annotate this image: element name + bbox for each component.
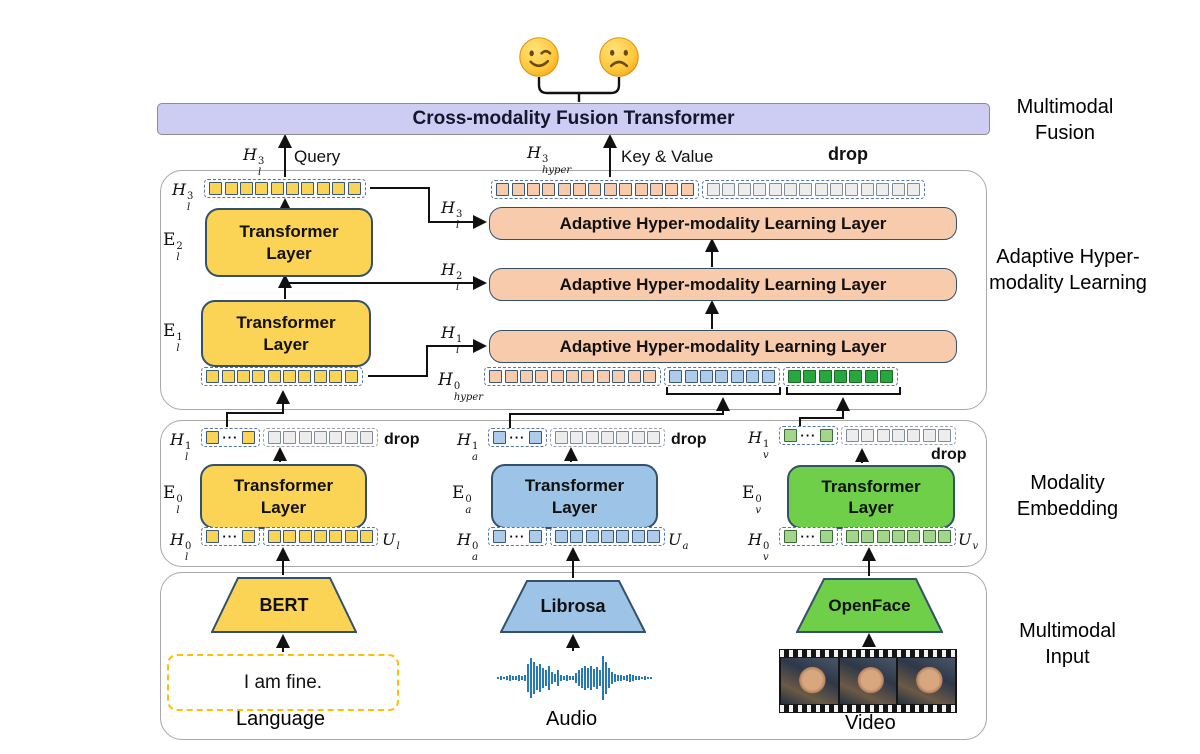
ahl-layer-2-label: Adaptive Hyper-modality Learning Layer bbox=[559, 274, 887, 294]
hl3-token-row bbox=[204, 179, 369, 198]
transformer-layer-ev0-label: Transformer Layer bbox=[821, 476, 921, 517]
transformer-layer-el1-label: Transformer Layer bbox=[236, 313, 336, 354]
hyper-token-row-top bbox=[491, 180, 928, 199]
drop-label-video: drop bbox=[931, 446, 967, 463]
transformer-layer-el2-label: Transformer Layer bbox=[239, 222, 339, 263]
drop-label-lang: drop bbox=[384, 431, 420, 448]
ua-label: Ua bbox=[668, 530, 689, 552]
video-label: Video bbox=[845, 712, 896, 734]
cross-modality-fusion-transformer: Cross-modality Fusion Transformer bbox=[157, 103, 990, 135]
film-sprockets-bottom bbox=[780, 705, 956, 712]
ahl-layer-1-label: Adaptive Hyper-modality Learning Layer bbox=[559, 336, 887, 356]
label-multimodal-input: Multimodal Input bbox=[1019, 620, 1116, 668]
query-label: Query bbox=[294, 147, 341, 166]
wink-emoji-icon bbox=[519, 37, 559, 77]
video-h0-token-row: ··· bbox=[779, 527, 959, 546]
el1-output-token-row bbox=[201, 367, 366, 386]
ahl-layer-3-label: Adaptive Hyper-modality Learning Layer bbox=[559, 213, 887, 233]
key-value-label: Key & Value bbox=[621, 147, 714, 166]
emoji-bracket bbox=[537, 77, 621, 102]
ahl-layer-2: Adaptive Hyper-modality Learning Layer bbox=[489, 268, 957, 301]
label-adaptive-hyper-modality-learning: Adaptive Hyper-modality Learning bbox=[989, 246, 1147, 294]
label-modality-embedding: Modality Embedding bbox=[1016, 472, 1119, 520]
openface-trapezoid: OpenFace bbox=[795, 578, 944, 633]
language-input-box: I am fine. bbox=[167, 654, 399, 711]
transformer-layer-el0: Transformer Layer bbox=[200, 464, 367, 529]
drop-label-audio: drop bbox=[671, 431, 707, 448]
ahl-layer-1: Adaptive Hyper-modality Learning Layer bbox=[489, 330, 957, 363]
audio-h1-token-row: ··· bbox=[488, 428, 668, 447]
librosa-trapezoid: Librosa bbox=[499, 580, 647, 633]
uv-label: Uv bbox=[958, 530, 979, 552]
audio-label: Audio bbox=[546, 708, 598, 730]
audio-waveform bbox=[497, 656, 652, 700]
sad-emoji-icon bbox=[599, 37, 639, 77]
bert-label: BERT bbox=[259, 594, 309, 615]
language-input-text: I am fine. bbox=[243, 671, 323, 693]
label-multimodal-fusion: Multimodal Fusion bbox=[1016, 96, 1114, 144]
audio-h0-token-row: ··· bbox=[488, 527, 668, 546]
video-film-strip bbox=[779, 649, 957, 713]
librosa-label: Librosa bbox=[540, 596, 606, 616]
transformer-layer-ev0: Transformer Layer bbox=[787, 465, 955, 529]
transformer-layer-el2: Transformer Layer bbox=[205, 208, 373, 277]
video-frame bbox=[781, 658, 838, 704]
film-sprockets-top bbox=[780, 650, 956, 657]
transformer-layer-el1: Transformer Layer bbox=[201, 300, 371, 367]
lang-h1-token-row: ··· bbox=[201, 428, 381, 447]
ahl-layer-3: Adaptive Hyper-modality Learning Layer bbox=[489, 207, 957, 240]
ul-label: Ul bbox=[382, 530, 400, 552]
transformer-layer-ea0: Transformer Layer bbox=[491, 464, 658, 529]
transformer-layer-ea0-label: Transformer Layer bbox=[524, 476, 625, 517]
video-h1-token-row: ··· bbox=[779, 426, 959, 445]
openface-label: OpenFace bbox=[828, 595, 911, 615]
drop-label-top: drop bbox=[828, 144, 868, 164]
lang-h0-token-row: ··· bbox=[201, 527, 381, 546]
video-frame bbox=[839, 658, 897, 704]
language-label: Language bbox=[236, 708, 325, 730]
hyper0-token-row bbox=[484, 367, 901, 386]
transformer-layer-el0-label: Transformer Layer bbox=[233, 476, 334, 517]
bert-trapezoid: BERT bbox=[210, 577, 358, 633]
video-frame bbox=[898, 658, 956, 704]
fusion-bar-label: Cross-modality Fusion Transformer bbox=[412, 108, 735, 129]
